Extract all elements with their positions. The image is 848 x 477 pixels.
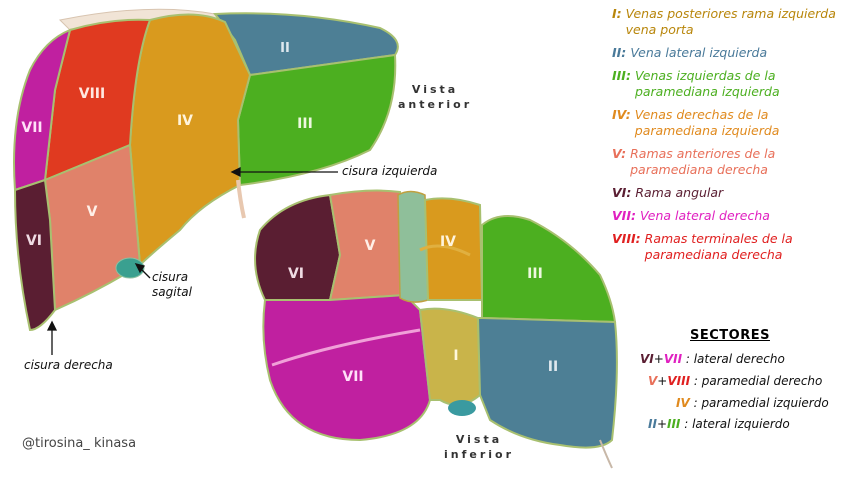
vista-anterior-line2: anterior xyxy=(398,97,472,112)
inferior-segment-I xyxy=(420,309,480,405)
arrowhead-cisura-derecha xyxy=(48,322,56,330)
anterior-label-II: II xyxy=(280,41,290,56)
sector-item: IV : paramedial izquierdo xyxy=(676,396,829,410)
legend-item-text: Rama angular xyxy=(635,185,723,201)
anterior-label-IV: IV xyxy=(177,113,193,129)
anterior-label-VI: VI xyxy=(26,233,42,249)
inferior-segment-II xyxy=(478,318,617,448)
sector-item: VI+VII : lateral derecho xyxy=(640,352,785,366)
legend-item-number: IV: xyxy=(612,107,631,123)
inferior-segment-III xyxy=(482,216,615,322)
legend-item: I:Venas posteriores rama izquierda vena … xyxy=(612,6,844,38)
sector-item: V+VIII : paramedial derecho xyxy=(648,374,822,388)
legend-item: VII:Vena lateral derecha xyxy=(612,208,844,224)
vista-inferior-label: Vista inferior xyxy=(444,432,514,462)
legend-item-number: V: xyxy=(612,146,626,162)
sector-plus: + xyxy=(657,417,667,431)
sector-item-a: IV xyxy=(676,396,690,410)
vista-inferior-line2: inferior xyxy=(444,447,514,462)
sector-item-b: VIII xyxy=(667,374,690,388)
sector-plus: + xyxy=(654,352,664,366)
sector-item-text: : paramedial derecho xyxy=(690,374,822,388)
legend-item-text: Ramas terminales de la paramediana derec… xyxy=(645,231,844,263)
inferior-view: VI V VII IV I III II xyxy=(255,191,617,468)
sector-item: II+III : lateral izquierdo xyxy=(648,417,790,431)
inferior-vena-cava xyxy=(448,400,476,416)
note-cisura-sagital-line1: cisura xyxy=(152,270,192,285)
sector-plus: + xyxy=(657,374,667,388)
legend-item-number: VIII: xyxy=(612,231,641,247)
inferior-label-III: III xyxy=(527,266,543,282)
legend-item: IV:Venas derechas de la paramediana izqu… xyxy=(612,107,844,139)
note-cisura-sagital: cisura sagital xyxy=(152,270,192,300)
legend-item-text: Venas izquierdas de la paramediana izqui… xyxy=(635,68,844,100)
legend-item-text: Vena lateral izquierda xyxy=(630,45,767,61)
legend-item: VIII:Ramas terminales de la paramediana … xyxy=(612,231,844,263)
legend-item-text: Venas derechas de la paramediana izquier… xyxy=(635,107,844,139)
anterior-label-III: III xyxy=(297,116,313,132)
inferior-label-V: V xyxy=(365,238,376,254)
legend-item-text: Ramas anteriores de la paramediana derec… xyxy=(630,146,844,178)
segment-legend: I:Venas posteriores rama izquierda vena … xyxy=(612,6,844,270)
vista-anterior-label: Vista anterior xyxy=(398,82,472,112)
legend-item-text: Venas posteriores rama izquierda vena po… xyxy=(626,6,844,38)
watermark-text: @tirosina_ kinasa xyxy=(22,436,136,451)
sector-item-a: V xyxy=(648,374,657,388)
vista-inferior-line1: Vista xyxy=(444,432,514,447)
anterior-label-VII: VII xyxy=(21,120,42,136)
anterior-segment-IV xyxy=(130,14,250,265)
sector-item-text: : lateral derecho xyxy=(682,352,785,366)
inferior-segment-VI xyxy=(255,195,340,300)
legend-item-text: Vena lateral derecha xyxy=(640,208,770,224)
legend-item-number: VI: xyxy=(612,185,631,201)
inferior-label-VI: VI xyxy=(288,266,304,282)
legend-item: V:Ramas anteriores de la paramediana der… xyxy=(612,146,844,178)
legend-item-number: II: xyxy=(612,45,626,61)
sectores-title: SECTORES xyxy=(690,328,770,343)
inferior-label-I: I xyxy=(453,348,458,364)
legend-item-number: III: xyxy=(612,68,631,84)
inferior-label-II: II xyxy=(548,359,558,375)
sector-item-b: VII xyxy=(664,352,682,366)
vista-anterior-line1: Vista xyxy=(398,82,472,97)
sector-item-text: : lateral izquierdo xyxy=(680,417,789,431)
sector-item-text: : paramedial izquierdo xyxy=(690,396,829,410)
inferior-gallbladder xyxy=(398,192,428,303)
legend-item-number: VII: xyxy=(612,208,636,224)
legend-item: III:Venas izquierdas de la paramediana i… xyxy=(612,68,844,100)
sector-item-a: VI xyxy=(640,352,654,366)
legend-item: II: Vena lateral izquierda xyxy=(612,45,844,61)
note-cisura-izquierda: cisura izquierda xyxy=(342,164,437,179)
inferior-label-IV: IV xyxy=(440,234,456,250)
sector-item-a: II xyxy=(648,417,657,431)
note-cisura-derecha: cisura derecha xyxy=(24,358,113,373)
legend-item-number: I: xyxy=(612,6,622,22)
inferior-label-VII: VII xyxy=(342,369,363,385)
anterior-label-VIII: VIII xyxy=(79,86,105,102)
sector-item-b: III xyxy=(667,417,680,431)
note-cisura-sagital-line2: sagital xyxy=(152,285,192,300)
inferior-segment-VII xyxy=(263,295,430,440)
legend-item: VI:Rama angular xyxy=(612,185,844,201)
anterior-label-V: V xyxy=(87,204,98,220)
